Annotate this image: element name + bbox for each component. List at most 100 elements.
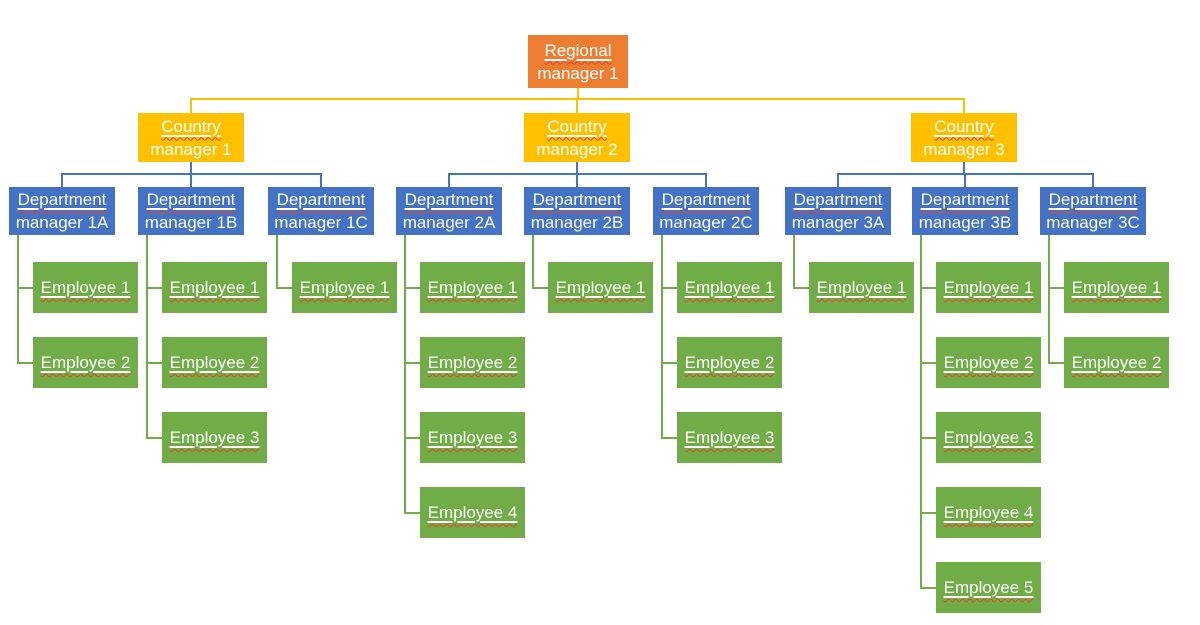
- connector-line: [920, 586, 937, 589]
- connector-line: [276, 235, 278, 289]
- employee-node[interactable]: Employee 1: [162, 262, 267, 313]
- node-subtitle: manager 2: [536, 139, 618, 159]
- node-title-text: Department: [146, 190, 236, 209]
- employee-label-text: Employee 3: [427, 428, 518, 447]
- employee-label-text: Employee 1: [169, 278, 260, 297]
- connector-line: [276, 286, 293, 289]
- node-subtitle: manager 2B: [530, 213, 624, 232]
- employee-label-text: Employee 5: [943, 578, 1034, 597]
- connector-line: [920, 235, 922, 589]
- employee-node[interactable]: Employee 2: [1064, 337, 1169, 388]
- country-manager-node[interactable]: Country manager 2: [524, 113, 630, 162]
- employee-node[interactable]: Employee 1: [1064, 262, 1169, 313]
- department-manager-node[interactable]: Department manager 3C: [1040, 187, 1146, 235]
- department-manager-node[interactable]: Department manager 3A: [785, 187, 891, 235]
- connector-line: [1048, 361, 1065, 364]
- employee-node[interactable]: Employee 1: [677, 262, 782, 313]
- connector-line: [146, 286, 163, 289]
- employee-label: Employee 3: [428, 426, 518, 449]
- node-title-text: Country: [547, 116, 607, 136]
- employee-node[interactable]: Employee 3: [936, 412, 1041, 463]
- employee-node[interactable]: Employee 5: [936, 562, 1041, 613]
- employee-label-text: Employee 1: [40, 278, 131, 297]
- employee-node[interactable]: Employee 2: [420, 337, 525, 388]
- employee-label: Employee 1: [685, 276, 775, 299]
- connector-line: [146, 235, 148, 439]
- employee-label-text: Employee 1: [299, 278, 390, 297]
- employee-node[interactable]: Employee 1: [809, 262, 914, 313]
- connector-line: [190, 173, 192, 187]
- connector-line: [576, 98, 578, 113]
- employee-node[interactable]: Employee 1: [548, 262, 653, 313]
- node-title: Regional: [544, 39, 611, 62]
- employee-label: Employee 4: [428, 501, 518, 524]
- employee-label: Employee 2: [1072, 351, 1162, 374]
- employee-node[interactable]: Employee 3: [162, 412, 267, 463]
- employee-node[interactable]: Employee 1: [33, 262, 138, 313]
- node-title-text: Department: [1048, 190, 1138, 209]
- node-subtitle: manager 2A: [402, 213, 496, 232]
- connector-line: [17, 361, 34, 364]
- employee-label: Employee 1: [817, 276, 907, 299]
- employee-node[interactable]: Employee 2: [677, 337, 782, 388]
- employee-node[interactable]: Employee 3: [420, 412, 525, 463]
- department-manager-node[interactable]: Department manager 2A: [396, 187, 502, 235]
- connector-line: [920, 436, 937, 439]
- employee-label-text: Employee 1: [816, 278, 907, 297]
- connector-line: [146, 436, 163, 439]
- node-subtitle: manager 1A: [15, 213, 109, 232]
- connector-line: [190, 162, 192, 175]
- node-title-text: Department: [276, 190, 366, 209]
- employee-node[interactable]: Employee 1: [292, 262, 397, 313]
- employee-node[interactable]: Employee 2: [33, 337, 138, 388]
- connector-line: [61, 173, 63, 187]
- connector-line: [577, 88, 579, 100]
- connector-line: [837, 173, 839, 187]
- employee-label-text: Employee 3: [169, 428, 260, 447]
- connector-line: [404, 511, 421, 514]
- employee-node[interactable]: Employee 3: [677, 412, 782, 463]
- connector-line: [1048, 286, 1065, 289]
- employee-label-text: Employee 4: [943, 503, 1034, 522]
- connector-line: [404, 361, 421, 364]
- node-subtitle: manager 3C: [1046, 213, 1140, 232]
- connector-line: [920, 361, 937, 364]
- node-title: Country: [547, 115, 607, 138]
- connector-line: [532, 286, 549, 289]
- employee-label-text: Employee 1: [1071, 278, 1162, 297]
- node-title-text: Department: [793, 190, 883, 209]
- connector-line: [964, 173, 966, 187]
- employee-node[interactable]: Employee 1: [936, 262, 1041, 313]
- employee-node[interactable]: Employee 2: [162, 337, 267, 388]
- employee-label-text: Employee 1: [427, 278, 518, 297]
- employee-node[interactable]: Employee 2: [936, 337, 1041, 388]
- employee-label-text: Employee 2: [943, 353, 1034, 372]
- node-subtitle: manager 3A: [791, 213, 885, 232]
- node-title: Department: [405, 188, 494, 211]
- node-title-text: Department: [404, 190, 494, 209]
- connector-line: [920, 286, 937, 289]
- connector-line: [1048, 235, 1050, 364]
- connector-line: [448, 173, 450, 187]
- node-title: Department: [662, 188, 751, 211]
- employee-label: Employee 1: [41, 276, 131, 299]
- employee-node[interactable]: Employee 4: [420, 487, 525, 538]
- employee-label: Employee 4: [944, 501, 1034, 524]
- employee-node[interactable]: Employee 4: [936, 487, 1041, 538]
- node-subtitle: manager 1: [537, 63, 619, 83]
- employee-label-text: Employee 1: [684, 278, 775, 297]
- connector-line: [963, 162, 965, 175]
- employee-label-text: Employee 2: [427, 353, 518, 372]
- employee-label: Employee 2: [944, 351, 1034, 374]
- employee-label: Employee 1: [428, 276, 518, 299]
- employee-node[interactable]: Employee 1: [420, 262, 525, 313]
